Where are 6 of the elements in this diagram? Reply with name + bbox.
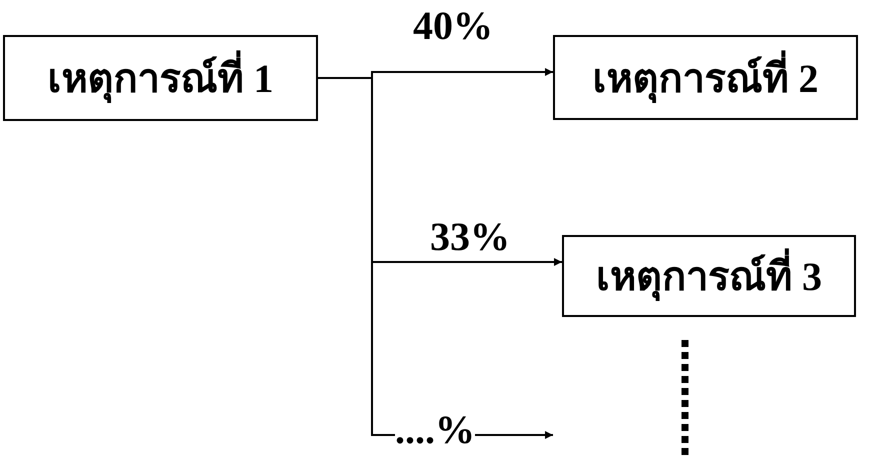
event-box	[553, 35, 858, 120]
event-box	[562, 235, 856, 317]
event-box	[3, 35, 318, 121]
event-label: เหตุการณ์ที่ 1	[48, 46, 274, 110]
event-label: เหตุการณ์ที่ 3	[596, 244, 822, 308]
event-label: เหตุการณ์ที่ 2	[592, 46, 818, 110]
